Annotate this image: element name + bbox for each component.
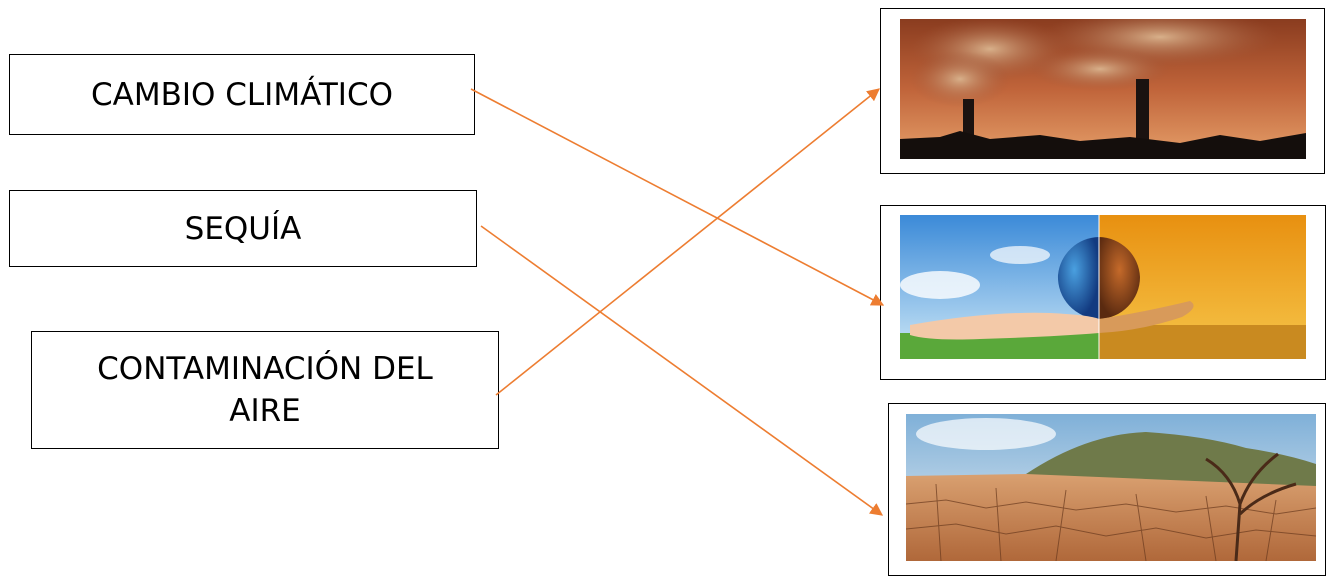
label-contaminacion-text: CONTAMINACIÓN DEL AIRE [97, 348, 433, 432]
label-contaminacion-line1: CONTAMINACIÓN DEL [97, 351, 433, 387]
label-sequia-text: SEQUÍA [184, 210, 302, 247]
drought-image [906, 414, 1316, 561]
picture-frame-smokestacks [880, 8, 1325, 174]
arrow-sequia-to-drought [480, 225, 884, 516]
label-contaminacion-aire: CONTAMINACIÓN DEL AIRE [31, 331, 499, 449]
label-contaminacion-line2: AIRE [229, 393, 301, 429]
picture-frame-earth-hands [880, 205, 1326, 380]
picture-frame-drought [888, 403, 1326, 576]
label-cambio-text: CAMBIO CLIMÁTICO [91, 76, 393, 113]
arrow-cambio-to-earth [470, 88, 885, 306]
smokestacks-image [900, 19, 1306, 159]
label-sequia: SEQUÍA [9, 190, 477, 267]
arrow-contaminacion-to-smokestacks [495, 88, 881, 396]
label-cambio-climatico: CAMBIO CLIMÁTICO [9, 54, 475, 135]
earth-hands-image [900, 215, 1306, 359]
